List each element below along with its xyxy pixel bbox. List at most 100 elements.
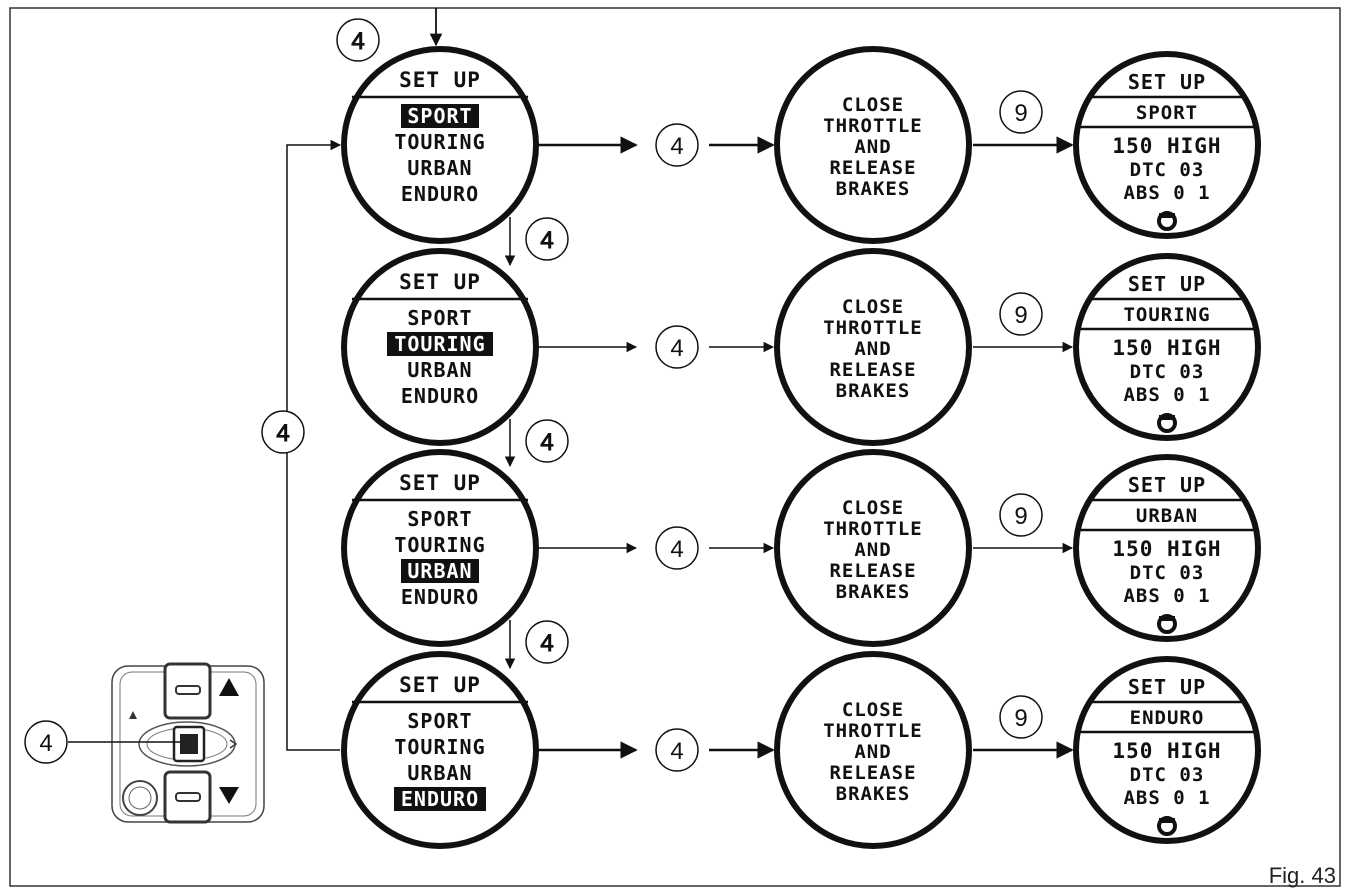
callout-switch: 4 [24, 720, 68, 764]
prompt-line: AND [854, 741, 891, 763]
callout-circle [525, 217, 569, 261]
callout-circle [655, 325, 699, 369]
callout-confirm: 9 [999, 90, 1043, 134]
callout-confirm: 9 [999, 292, 1043, 336]
setup-row-enduro: SET UPSPORTTOURINGURBANENDURO4CLOSETHROT… [341, 651, 1261, 849]
selection-highlight [394, 787, 486, 811]
callout-number: 4 [670, 335, 683, 362]
callout-circle [655, 123, 699, 167]
prompt-dial-ring [774, 449, 972, 647]
figure-label: Fig. 43 [1269, 863, 1336, 888]
prompt-line: CLOSE [842, 94, 904, 116]
prompt-line: THROTTLE [823, 720, 923, 742]
right-chevron-icon [229, 739, 238, 749]
menu-option-touring: TOURING [394, 735, 485, 759]
callout-confirm: 9 [999, 493, 1043, 537]
menu-title: SET UP [399, 673, 481, 697]
callout-number: 9 [1014, 705, 1027, 732]
callout-circle [999, 493, 1043, 537]
setup-rows: SET UPSPORTTOURINGURBANENDURO4CLOSETHROT… [341, 46, 1261, 849]
result-title: SET UP [1128, 473, 1206, 497]
result-line: 150 HIGH [1112, 739, 1221, 763]
callout-circle [999, 90, 1043, 134]
result-mode: SPORT [1136, 102, 1198, 124]
result-title: SET UP [1128, 675, 1206, 699]
result-line: DTC 03 [1130, 562, 1205, 584]
menu-option-touring: TOURING [394, 332, 485, 356]
prompt-line: RELEASE [829, 157, 916, 179]
callout-select: 4 [655, 728, 699, 772]
result-title: SET UP [1128, 272, 1206, 296]
result-mode: URBAN [1136, 505, 1198, 527]
callout-circle [999, 695, 1043, 739]
prompt-line: THROTTLE [823, 518, 923, 540]
prompt-line: BRAKES [836, 783, 911, 805]
result-line: ABS 0 1 [1123, 585, 1210, 607]
callout-circle [24, 720, 68, 764]
menu-option-enduro: ENDURO [401, 182, 479, 206]
prompt-line: BRAKES [836, 380, 911, 402]
callout-number: 4 [670, 536, 683, 563]
callout-circle [525, 419, 569, 463]
menu-option-enduro: ENDURO [401, 585, 479, 609]
prompt-line: AND [854, 539, 891, 561]
switch-part [175, 792, 201, 802]
prompt-dial-ring [774, 651, 972, 849]
diagram-border [9, 7, 1341, 887]
callout-number: 9 [1014, 100, 1027, 127]
result-line: DTC 03 [1130, 764, 1205, 786]
selection-highlight [387, 332, 493, 356]
menu-option-urban: URBAN [407, 761, 472, 785]
callout-select: 4 [655, 123, 699, 167]
menu-option-urban: URBAN [407, 358, 472, 382]
callout-number: 4 [39, 730, 52, 757]
callout-number: 9 [1014, 302, 1027, 329]
result-line: DTC 03 [1130, 361, 1205, 383]
result-line: ABS 0 1 [1123, 182, 1210, 204]
mode-indicator-icon [1157, 816, 1177, 836]
switch-part [128, 786, 152, 810]
callout-number: 9 [1014, 503, 1027, 530]
prompt-line: THROTTLE [823, 317, 923, 339]
prompt-line: THROTTLE [823, 115, 923, 137]
small-up-icon [129, 711, 137, 719]
up-triangle-icon [219, 678, 239, 696]
menu-option-sport: SPORT [407, 104, 472, 128]
switch-part [163, 770, 212, 824]
result-line: ABS 0 1 [1123, 787, 1210, 809]
callout-confirm: 9 [999, 695, 1043, 739]
callout-next: 4 [525, 419, 569, 463]
callout-next: 4 [525, 620, 569, 664]
result-dial-ring [1073, 454, 1261, 642]
callout-circle [999, 292, 1043, 336]
result-mode: ENDURO [1130, 707, 1205, 729]
menu-option-touring: TOURING [394, 130, 485, 154]
result-title: SET UP [1128, 70, 1206, 94]
callout-number: 4 [540, 429, 553, 456]
callout-number: 4 [351, 28, 364, 55]
switch-part [163, 662, 212, 720]
selection-highlight [401, 559, 479, 583]
menu-title: SET UP [399, 68, 481, 92]
result-mode: TOURING [1123, 304, 1210, 326]
result-line: 150 HIGH [1112, 537, 1221, 561]
callout-next: 4 [525, 217, 569, 261]
menu-option-urban: URBAN [407, 156, 472, 180]
menu-option-touring: TOURING [394, 533, 485, 557]
prompt-line: AND [854, 136, 891, 158]
prompt-dial-ring [774, 46, 972, 244]
callout-number: 4 [540, 630, 553, 657]
menu-title: SET UP [399, 471, 481, 495]
prompt-line: BRAKES [836, 581, 911, 603]
prompt-dial-ring [774, 248, 972, 446]
prompt-line: CLOSE [842, 699, 904, 721]
prompt-line: CLOSE [842, 296, 904, 318]
prompt-line: RELEASE [829, 560, 916, 582]
